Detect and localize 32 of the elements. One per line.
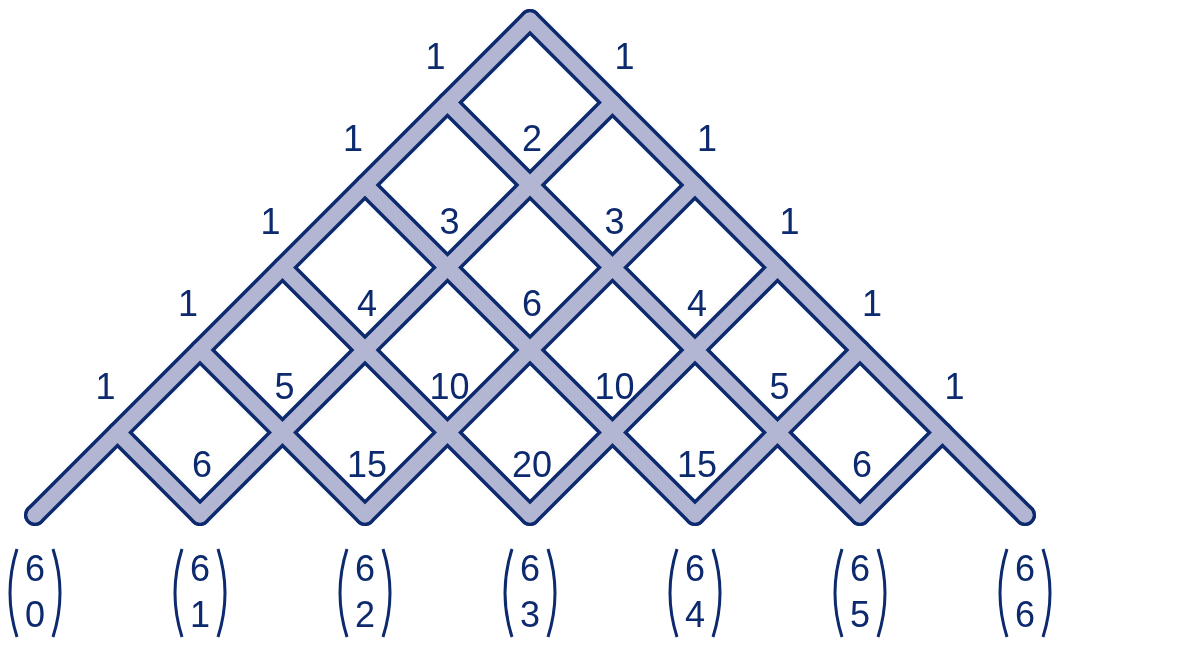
binomial-coefficient: 6 1 (170, 545, 230, 641)
path-count: 1 (944, 368, 965, 405)
binomial-coefficient: 6 4 (665, 545, 725, 641)
path-count: 10 (594, 368, 635, 405)
binomial-coefficient: 6 2 (335, 545, 395, 641)
binomial-coefficient: 6 3 (500, 545, 560, 641)
path-count: 4 (357, 286, 377, 322)
path-count: 1 (779, 203, 800, 240)
path-count: 6 (192, 447, 212, 483)
path-count: 1 (178, 286, 198, 322)
path-count: 10 (429, 368, 470, 405)
path-count: 5 (769, 368, 790, 405)
path-count: 6 (852, 447, 872, 483)
path-count: 1 (260, 203, 281, 240)
path-count: 4 (687, 286, 707, 322)
path-count: 1 (95, 368, 116, 405)
path-count: 15 (677, 447, 717, 483)
path-count: 2 (522, 121, 542, 157)
path-count: 5 (274, 368, 295, 405)
path-count: 1 (697, 121, 717, 157)
path-count: 1 (343, 121, 363, 157)
path-count: 1 (425, 38, 446, 75)
path-count: 3 (439, 203, 460, 240)
path-count: 15 (347, 447, 387, 483)
binomial-coefficient: 6 6 (995, 545, 1055, 641)
binomial-coefficient: 6 0 (5, 545, 65, 641)
path-count: 20 (512, 447, 552, 483)
path-count: 3 (604, 203, 625, 240)
binomial-coefficient: 6 5 (830, 545, 890, 641)
path-count: 1 (862, 286, 882, 322)
path-count: 1 (614, 38, 635, 75)
path-count: 6 (522, 286, 542, 322)
